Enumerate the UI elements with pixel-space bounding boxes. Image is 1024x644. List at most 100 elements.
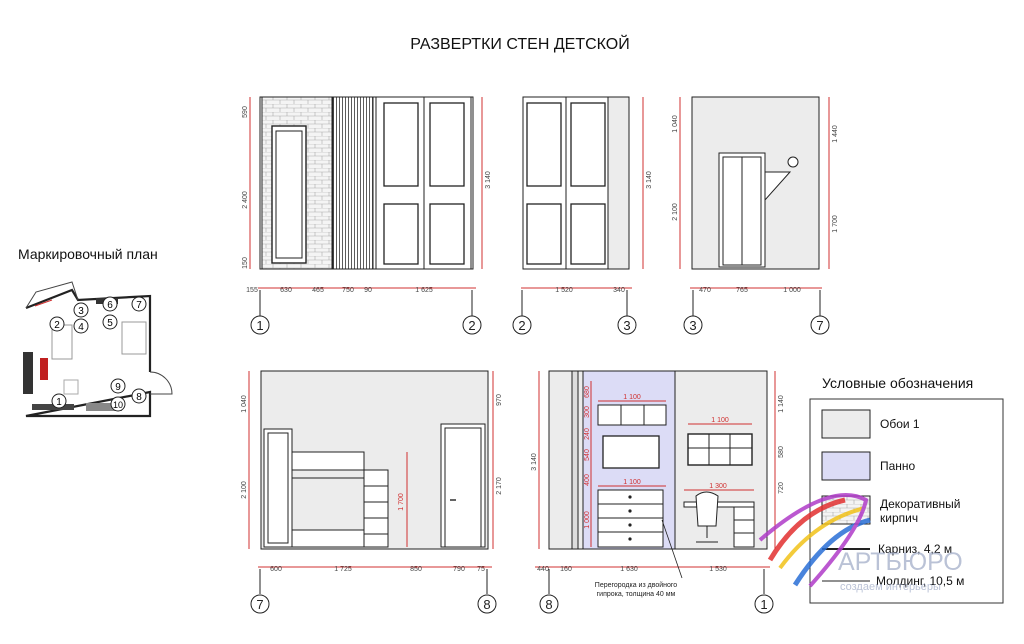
e5-dim-inner9: 1 000 [584,511,591,529]
e5-dim-r0: 1 140 [778,395,785,413]
e5-chair [695,491,719,543]
e4-axis-a: 7 [250,594,270,614]
e4-dim-b3: 790 [453,566,465,573]
e3-dim-b0: 470 [699,287,711,294]
e1-axis-b: 2 [462,315,482,335]
svg-text:4: 4 [78,322,84,333]
e5-dim-inner0: 1 100 [623,394,641,401]
watermark-logo: АРТБЮРО создаем интерьеры [758,493,963,593]
e1-dim-l0: 590 [242,106,249,118]
legend-label-panno: Панно [880,459,916,473]
e3-dim-r0: 1 440 [832,125,839,143]
logo-swirl-yellow [778,506,866,570]
e2-axis-a: 2 [512,315,532,335]
drawing-title: РАЗВЕРТКИ СТЕН ДЕТСКОЙ [410,34,629,53]
legend-swatch-panno [821,451,871,481]
e4-dim-b1: 1 725 [334,566,352,573]
e2-door-lower-right [570,203,606,265]
plan-door [149,371,173,395]
plan-window [23,352,33,394]
e2-door-upper-left [526,102,562,187]
e1-mirror-inner [275,130,303,259]
svg-text:3: 3 [78,306,84,317]
e1-dim-r0: 3 140 [485,171,492,189]
svg-text:1: 1 [760,597,767,612]
e3-dim-l1: 2 100 [672,203,679,221]
e4-dim-l1: 2 100 [241,481,248,499]
e1-door-lower-right [429,203,465,265]
logo-swirl-purple [758,493,869,588]
svg-text:3: 3 [623,318,630,333]
plan-axis-line [34,299,53,307]
e1-dim-b0: 155 [246,287,258,294]
e2-door-lower-left [526,203,562,265]
e4-dim-inner0: 1 700 [398,493,405,511]
plan-marker-6: 6 [102,296,118,312]
e4-bed-post [267,432,289,544]
e4-dim-l0: 1 040 [241,395,248,413]
e4-door-leaf [444,427,482,548]
e5-axis-a: 8 [539,594,559,614]
elevation-7-8: 1 700 600 1 725 850 790 75 1 040 2 100 9… [241,370,503,614]
e5-desk-drawers [733,506,755,548]
e5-wall-cabinet [687,433,753,466]
e5-dim-inner1: 1 100 [623,479,641,486]
e1-door-lower-left [383,203,419,265]
e5-dim-b1: 160 [560,566,572,573]
e2-dim-b1: 340 [613,287,625,294]
e1-door-upper-left [383,102,419,187]
plan-marker-3: 3 [73,302,89,318]
e2-axis-b: 3 [617,315,637,335]
e1-dim-b2: 465 [312,287,324,294]
e5-dim-inner7: 540 [584,449,591,461]
e4-bunk-upper [291,451,365,471]
logo-swirl-red [767,497,846,562]
e5-dim-r2: 720 [778,482,785,494]
e3-dim-r1: 1 700 [832,215,839,233]
svg-text:10: 10 [113,400,123,410]
e1-dim-b4: 90 [364,287,372,294]
e5-dim-inner5: 300 [584,406,591,418]
e5-partition [571,370,579,550]
svg-text:1: 1 [56,397,62,408]
e5-dim-r1: 580 [778,446,785,458]
plan-marker-8: 8 [131,388,147,404]
e1-dim-l2: 150 [242,257,249,269]
e4-dim-r1: 2 170 [496,477,503,495]
e5-dim-inner2: 1 100 [711,417,729,424]
legend-title: Условные обозначения [822,375,973,391]
svg-text:2: 2 [468,318,475,333]
e3-dim-l0: 1 040 [672,115,679,133]
e2-side-wall [607,96,630,270]
plan-desk [40,358,48,380]
e2-door-upper-right [570,102,606,187]
e1-dim-b3: 750 [342,287,354,294]
e1-dim-b1: 630 [280,287,292,294]
e3-dim-b1: 765 [736,287,748,294]
e5-desk [683,501,755,508]
svg-text:7: 7 [136,300,142,311]
e4-dim-b4: 75 [477,566,485,573]
e5-dim-l0: 3 140 [531,453,538,471]
e1-door-upper-right [429,102,465,187]
e2-dim-b0: 1 520 [555,287,573,294]
e3-shelf [764,171,792,202]
e3-axis-a: 3 [683,315,703,335]
logo-swirl-blue [792,517,871,587]
marking-plan-title: Маркировочный план [18,246,158,262]
marking-plan: Маркировочный план 1 2 3 4 5 6 7 8 9 10 [18,246,173,418]
plan-marker-7: 7 [131,296,147,312]
e3-dim-b2: 1 000 [783,287,801,294]
svg-text:8: 8 [483,597,490,612]
svg-text:3: 3 [689,318,696,333]
e5-note-line1: Перегородка из двойного [595,581,678,589]
legend-swatch-wallpaper [821,409,871,439]
plan-cabinet [86,403,122,411]
elevation-8-1: 1 100 1 100 1 100 1 300 680 300 240 540 … [531,370,785,614]
e4-door [440,423,486,548]
svg-text:8: 8 [136,392,142,403]
e5-note-line2: гипрока, толщина 40 мм [597,591,676,598]
e2-dim-r0: 3 140 [646,171,653,189]
